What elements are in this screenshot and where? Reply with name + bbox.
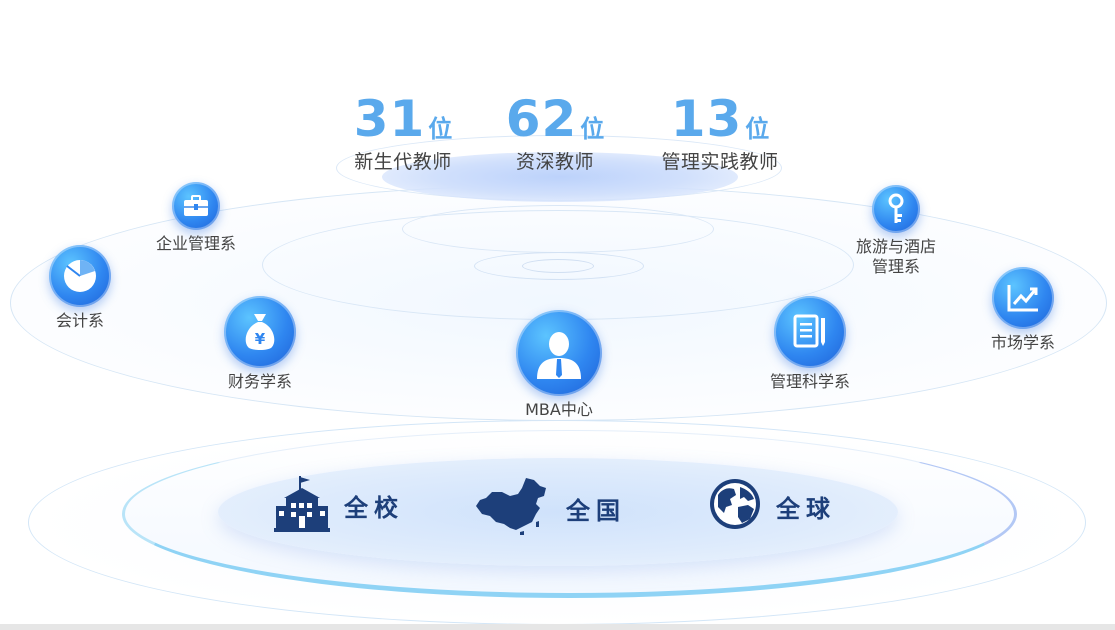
scope-label: 全校 [344,493,404,522]
pie-chart-icon [49,245,111,307]
stat-senior-teachers: 62 位 资深教师 [465,84,645,174]
stat-label: 资深教师 [515,151,594,173]
stat-value: 13 [670,90,743,148]
key-icon [872,185,920,233]
orbit-inner-ring-c [522,259,594,273]
person-icon [516,310,602,396]
money-bag-icon: ¥ [224,296,296,368]
stat-unit: 位 [580,115,605,143]
dept-name: 市场学系 [990,333,1055,352]
dept-name: 会计系 [55,311,104,330]
platform-inner-disc [218,458,898,566]
stat-value: 62 [505,90,578,148]
dept-mba-center[interactable]: MBA中心 [500,310,618,420]
stat-unit: 位 [428,115,453,143]
svg-text:¥: ¥ [255,330,266,348]
scope-global: 全球 [708,477,836,535]
stat-label: 新生代教师 [354,151,452,173]
dept-name: 财务学系 [227,372,292,391]
dept-name-line1: 旅游与酒店 [855,237,936,256]
school-building-icon [274,474,330,536]
scope-label: 全球 [776,494,836,523]
dept-management-science[interactable]: 管理科学系 [755,296,865,392]
orbit-inner-ring-b [474,252,644,280]
globe-icon [708,477,762,535]
briefcase-icon [172,182,220,230]
dept-name: 企业管理系 [155,234,236,253]
orbit-inner-ring-a [402,205,714,253]
scope-nation: 全国 [474,476,626,540]
stat-unit: 位 [745,115,770,143]
dept-name-line2: 管理系 [871,257,920,276]
dept-finance[interactable]: ¥ 财务学系 [210,296,310,392]
bottom-scrollbar-track [0,624,1115,630]
stats-platform-disc [382,152,738,202]
china-map-icon [474,476,552,540]
scope-label: 全国 [566,496,626,525]
scope-school: 全校 [274,474,404,536]
stat-value: 31 [353,90,426,148]
dept-accounting[interactable]: 会计系 [40,245,120,331]
dept-name: 管理科学系 [769,372,850,391]
trend-chart-icon [992,267,1054,329]
dept-name: MBA中心 [525,400,593,419]
dept-enterprise-management[interactable]: 企业管理系 [146,182,246,254]
document-pen-icon [774,296,846,368]
stat-label: 管理实践教师 [661,151,779,173]
stat-practice-teachers: 13 位 管理实践教师 [630,84,810,174]
dept-marketing[interactable]: 市场学系 [980,267,1066,353]
dept-tourism-hotel-management[interactable]: 旅游与酒店 管理系 [846,185,946,277]
stat-new-generation-teachers: 31 位 新生代教师 [313,84,493,174]
